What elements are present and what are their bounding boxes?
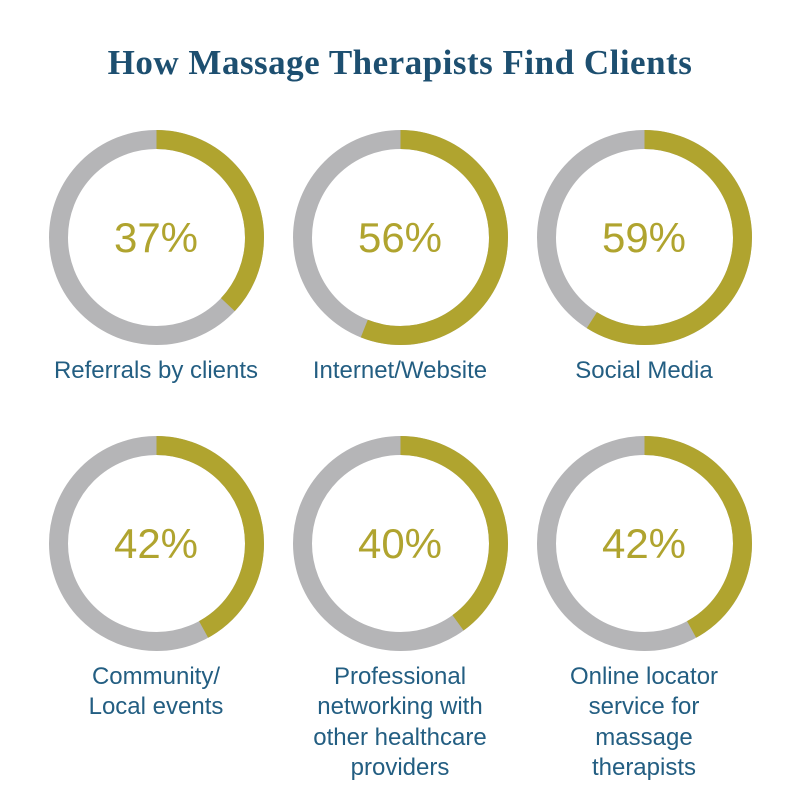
donut-chart: 42% Community/ Local events [48,436,264,722]
donut-category-label: Community/ Local events [88,663,224,721]
donut-ring-svg [536,130,752,345]
donut-value-arc [292,436,508,652]
donut-ring: 59% [536,130,752,345]
donut-chart: 59% Social Media [536,130,752,386]
donut-ring: 56% [292,130,508,345]
donut-ring-svg [48,436,264,652]
donut-grid: 37% Referrals by clients 56% Internet/Websi… [34,130,766,783]
donut-value-arc [536,130,752,345]
donut-ring-svg [48,130,264,345]
donut-ring: 42% [48,436,264,652]
donut-ring-svg [292,436,508,652]
donut-chart: 56% Internet/Website [292,130,508,386]
donut-chart: 42%Online locator service for massage th… [536,436,752,783]
donut-value-arc [292,130,508,345]
page-title: How Massage Therapists Find Clients [107,43,693,82]
donut-value-arc [48,436,264,652]
donut-ring-svg [292,130,508,345]
donut-ring-svg [536,436,752,652]
donut-ring: 42% [536,436,752,652]
donut-category-label: Online locator service for massage thera… [569,663,719,781]
donut-category-label: Internet/Website [312,357,488,384]
donut-category-label: Social Media [575,357,713,384]
donut-value-arc [536,436,752,652]
donut-value-arc [48,130,264,345]
donut-ring: 37% [48,130,264,345]
donut-category-label: Referrals by clients [53,357,259,384]
donut-chart: 40%Professional networking with other he… [292,436,508,783]
donut-chart: 37% Referrals by clients [48,130,264,386]
donut-ring: 40% [292,436,508,652]
donut-category-label: Professional networking with other healt… [313,663,487,781]
